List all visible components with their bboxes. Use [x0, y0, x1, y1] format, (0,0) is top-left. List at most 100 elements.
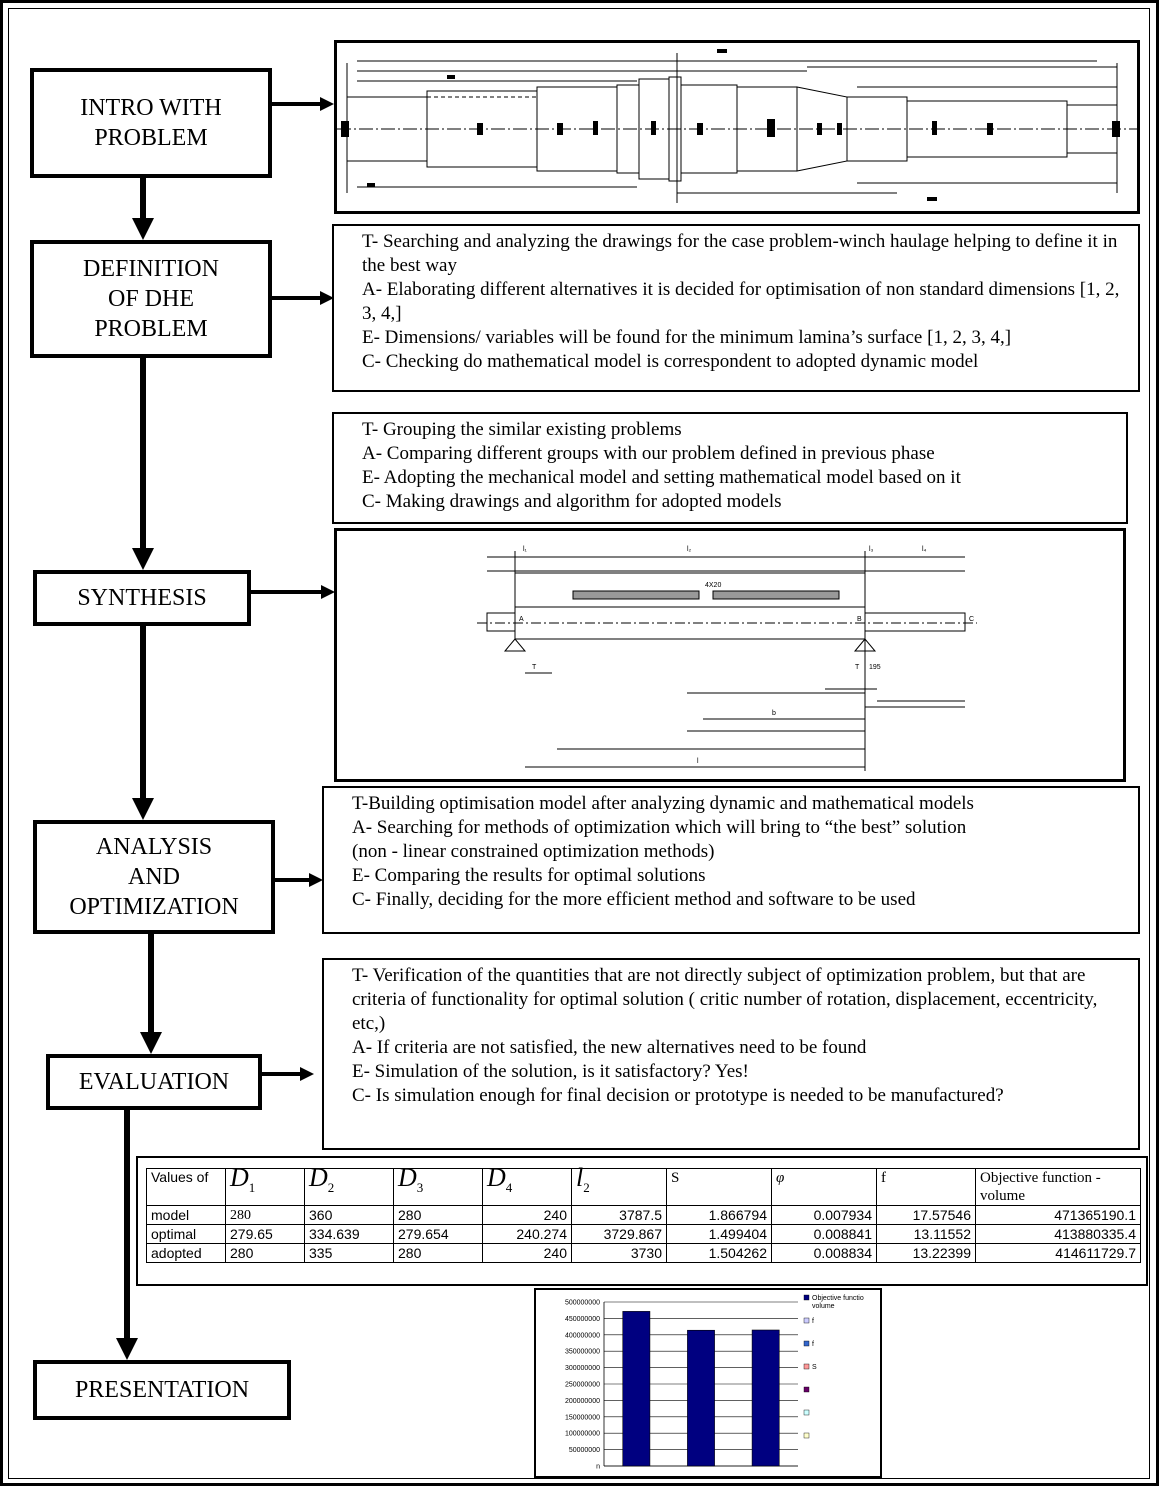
- header-d4: D4: [482, 1165, 572, 1206]
- beam-label-a: A: [519, 616, 524, 623]
- header-d1: D1: [225, 1165, 305, 1206]
- legend-swatch: [803, 1409, 810, 1416]
- table-header-row: Values of D1 D2 D3 D4 l2 S φ f Objective…: [146, 1165, 1141, 1206]
- connector-evaluation-presentation: [124, 1110, 130, 1340]
- table-cell: 1.499404: [666, 1224, 772, 1244]
- legend-swatch: [803, 1432, 810, 1439]
- table-row: model 280 360 280 240 3787.5 1.866794 0.…: [146, 1205, 1141, 1225]
- definition-line-a: A- Elaborating different alternatives it…: [362, 279, 1120, 324]
- stage-definition: DEFINITION OF DHE PROBLEM: [30, 240, 272, 358]
- table-cell: 17.57546: [876, 1205, 976, 1225]
- y-tick-label: 150000000: [565, 1414, 600, 1421]
- legend-swatch: [803, 1386, 810, 1393]
- synthesis-line-t: T- Grouping the similar existing problem…: [362, 419, 682, 440]
- synthesis-text-box: T- Grouping the similar existing problem…: [332, 412, 1128, 524]
- table-row: adopted 280 335 280 240 3730 1.504262 0.…: [146, 1243, 1141, 1263]
- table-cell: 1.504262: [666, 1243, 772, 1263]
- stage-evaluation: EVALUATION: [46, 1054, 262, 1110]
- y-tick-label: 400000000: [565, 1332, 600, 1339]
- table-cell: 280: [225, 1243, 305, 1263]
- definition-text-box: T- Searching and analyzing the drawings …: [332, 224, 1140, 392]
- legend-label: f: [812, 1318, 814, 1325]
- y-tick-label: 250000000: [565, 1382, 600, 1389]
- arrow-down-icon: [132, 548, 154, 570]
- beam-label-c: C: [969, 616, 974, 623]
- definition-line-t: T- Searching and analyzing the drawings …: [362, 231, 1118, 276]
- table-cell: 3729.867: [571, 1224, 667, 1244]
- y-tick-label: n: [596, 1464, 600, 1471]
- evaluation-line-c: C- Is simulation enough for final decisi…: [352, 1085, 1004, 1106]
- definition-line-c: C- Checking do mathematical model is cor…: [362, 351, 979, 372]
- stage-intro: INTRO WITH PROBLEM: [30, 68, 272, 178]
- table-cell: 3730: [571, 1243, 667, 1263]
- legend-label: f: [812, 1341, 814, 1348]
- page-inner-border: [8, 8, 1150, 1479]
- table-cell: 1.866794: [666, 1205, 772, 1225]
- beam-label-groove: 4X20: [705, 582, 721, 589]
- shaft-drawing: [337, 49, 1137, 203]
- table-cell: 0.008841: [771, 1224, 877, 1244]
- beam-label-b-dim: b: [772, 710, 776, 717]
- synthesis-line-e: E- Adopting the mechanical model and set…: [362, 467, 961, 488]
- beam-label-l1: l₁: [523, 546, 528, 553]
- table-cell: 280: [225, 1205, 305, 1225]
- table-cell: 0.008834: [771, 1243, 877, 1263]
- arrow-down-icon: [132, 798, 154, 820]
- table-cell: 13.22399: [876, 1243, 976, 1263]
- table-cell: 360: [304, 1205, 394, 1225]
- beam-label-l4: l₄: [922, 546, 927, 553]
- y-tick-label: 300000000: [565, 1365, 600, 1372]
- arrow-evaluation-line: [262, 1072, 302, 1076]
- beam-label-l: l: [697, 758, 699, 765]
- stage-synthesis: SYNTHESIS: [33, 570, 251, 626]
- table-cell: 13.11552: [876, 1224, 976, 1244]
- definition-line-e: E- Dimensions/ variables will be found f…: [362, 327, 1012, 348]
- evaluation-line-e: E- Simulation of the solution, is it sat…: [352, 1061, 749, 1082]
- y-tick-label: 200000000: [565, 1398, 600, 1405]
- beam-label-l3: l₃: [869, 546, 874, 553]
- arrow-down-icon: [140, 1032, 162, 1054]
- beam-label-t1: T: [532, 664, 537, 671]
- table-cell: 279.65: [225, 1224, 305, 1244]
- arrow-right-icon: [320, 97, 334, 111]
- beam-label-l2: l₂: [687, 546, 692, 553]
- analysis-line-t: T-Building optimisation model after anal…: [352, 793, 974, 814]
- arrow-definition-line: [272, 296, 322, 300]
- arrow-right-icon: [309, 873, 323, 887]
- y-tick-label: 100000000: [565, 1431, 600, 1438]
- table-cell: 334.639: [304, 1224, 394, 1244]
- evaluation-line-t: T- Verification of the quantities that a…: [352, 965, 1098, 1034]
- analysis-line-e: E- Comparing the results for optimal sol…: [352, 865, 706, 886]
- bar-adopted: [751, 1329, 780, 1467]
- arrow-analysis-line: [275, 878, 311, 882]
- synthesis-line-a: A- Comparing different groups with our p…: [362, 443, 935, 464]
- table-cell: 280: [393, 1243, 483, 1263]
- beam-diagram-box: l₁ l₂ l₃ l₄ 4X20 A B C T T 195 b l: [334, 528, 1126, 782]
- stage-presentation: PRESENTATION: [33, 1360, 291, 1420]
- table-cell: 414611729.7: [975, 1243, 1141, 1263]
- legend-swatch: [803, 1363, 810, 1370]
- beam-label-195: 195: [869, 664, 881, 671]
- shaft-drawing-box: [334, 40, 1140, 214]
- arrow-synthesis-line: [251, 590, 323, 594]
- table-cell: 240: [482, 1205, 572, 1225]
- table-cell: 0.007934: [771, 1205, 877, 1225]
- table-row: optimal 279.65 334.639 279.654 240.274 3…: [146, 1224, 1141, 1244]
- table-cell: 280: [393, 1205, 483, 1225]
- analysis-text-box: T-Building optimisation model after anal…: [322, 786, 1140, 934]
- table-cell: 3787.5: [571, 1205, 667, 1225]
- analysis-line-a: A- Searching for methods of optimization…: [352, 817, 967, 838]
- analysis-line-c: C- Finally, deciding for the more effici…: [352, 889, 916, 910]
- header-values-of: Values of: [146, 1168, 226, 1206]
- legend-swatch: [803, 1317, 810, 1324]
- evaluation-text-box: T- Verification of the quantities that a…: [322, 958, 1140, 1150]
- y-tick-label: 450000000: [565, 1316, 600, 1323]
- legend-swatch: [803, 1340, 810, 1347]
- table-cell: 413880335.4: [975, 1224, 1141, 1244]
- table-cell: adopted: [146, 1243, 226, 1263]
- arrow-down-icon: [132, 218, 154, 240]
- beam-label-t2: T: [855, 664, 860, 671]
- table-cell: 240.274: [482, 1224, 572, 1244]
